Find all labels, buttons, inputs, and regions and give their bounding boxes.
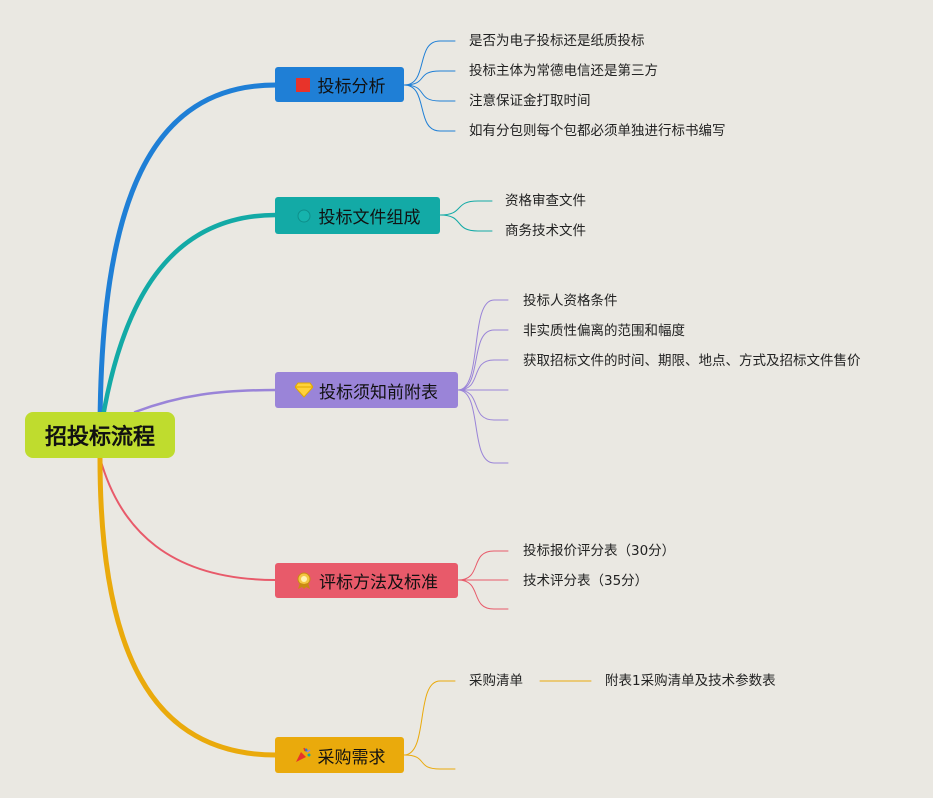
leaf-item[interactable]: 资格审查文件 [505,193,586,209]
teal-dot-icon [295,207,313,225]
diamond-icon [295,381,313,399]
link-branch-leaf [403,754,456,770]
link-branch-leaf [439,214,493,232]
link-branch-leaf [457,579,509,610]
link-root-branch [97,455,279,758]
branch-procurement-requirements[interactable]: 采购需求 [275,737,404,773]
leaf-item[interactable]: 是否为电子投标还是纸质投标 [469,33,645,49]
link-root-branch [99,457,277,581]
root-node[interactable]: 招投标流程 [25,412,175,458]
leaf-item[interactable]: 商务技术文件 [505,223,586,239]
branch-evaluation-method[interactable]: 评标方法及标准 [275,563,458,598]
branch-label: 投标分析 [317,77,386,97]
link-branch-leaf [457,299,509,391]
link-root-branch [97,212,279,438]
leaf-item[interactable]: 投标主体为常德电信还是第三方 [469,63,658,79]
branch-label: 投标文件组成 [318,208,421,228]
sub-leaf-item[interactable]: 附表1采购清单及技术参数表 [605,673,776,689]
link-branch-leaf [403,680,456,756]
leaf-item[interactable]: 投标报价评分表（30分） [523,543,676,559]
link-branch-leaf [403,70,456,86]
link-branch-leaf [403,40,456,86]
leaf-item[interactable]: 注意保证金打取时间 [469,93,591,109]
leaf-item[interactable]: 采购清单 [469,673,523,689]
branch-bid-notice-table[interactable]: 投标须知前附表 [275,372,458,408]
branch-bid-analysis[interactable]: 投标分析 [275,67,404,102]
link-branch-leaf [457,389,509,421]
leaf-item[interactable]: 投标人资格条件 [523,293,618,309]
link-branch-leaf [439,200,493,216]
link-branch-leaf [457,389,509,464]
link-branch-leaf [403,84,456,132]
link-branch-leaf [457,329,509,391]
branch-label: 采购需求 [317,747,386,768]
link-branch-leaf [403,84,456,102]
branch-bid-documents[interactable]: 投标文件组成 [275,197,440,234]
branch-label: 评标方法及标准 [319,573,438,593]
branch-label: 投标须知前附表 [319,382,438,403]
leaf-item[interactable]: 非实质性偏离的范围和幅度 [523,323,685,339]
link-branch-leaf [457,550,509,581]
leaf-item[interactable]: 如有分包则每个包都必须单独进行标书编写 [469,123,726,139]
leaf-item[interactable]: 技术评分表（35分） [523,573,649,589]
link-branch-leaf [457,359,509,391]
party-popper-icon [294,746,312,764]
red-flag-icon [294,76,312,94]
link-root-branch [97,82,279,438]
link-root-branch [133,388,278,414]
award-icon [295,572,313,590]
leaf-item[interactable]: 获取招标文件的时间、期限、地点、方式及招标文件售价 [523,353,861,369]
